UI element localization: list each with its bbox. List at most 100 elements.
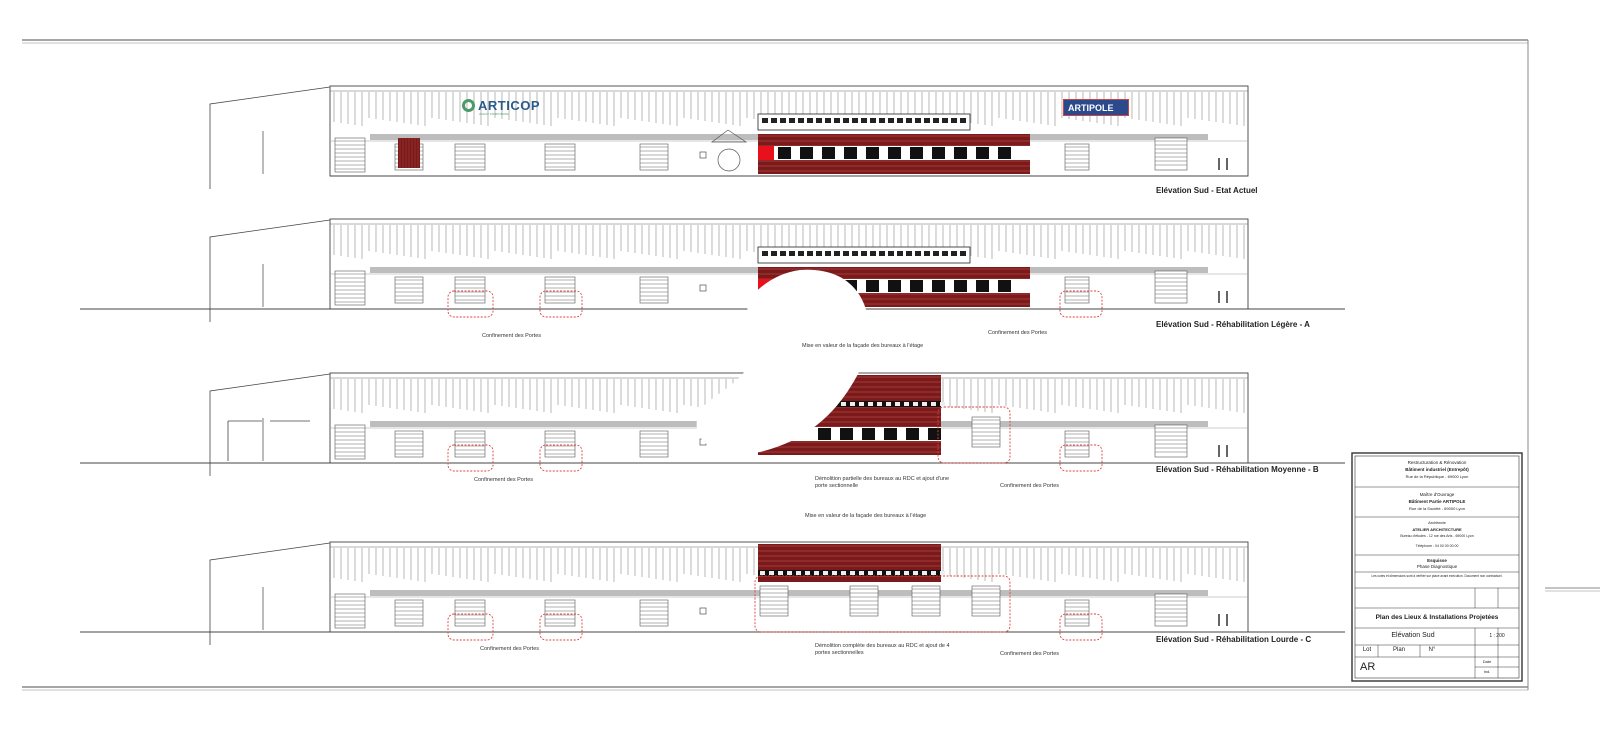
tb-phase-line: Esquisse — [1427, 558, 1447, 563]
annotation-text: Démolition partielle des bureaux au RDC … — [815, 476, 950, 489]
bollard — [1226, 445, 1228, 457]
office-window — [932, 147, 945, 159]
office-window — [910, 147, 923, 159]
dock-door — [544, 599, 576, 627]
revision-cloud — [937, 406, 1011, 464]
office-window — [816, 251, 822, 256]
office-window — [951, 118, 957, 123]
window-pane — [904, 571, 909, 575]
grey-band — [370, 590, 1208, 596]
artipole-logo-text: ARTIPOLE — [1068, 102, 1114, 113]
office-window — [778, 147, 791, 159]
office-window — [897, 251, 903, 256]
office-window — [825, 251, 831, 256]
window-pane — [787, 571, 792, 575]
revision-cloud — [754, 575, 1011, 633]
office-window — [910, 280, 923, 292]
revision-cloud — [447, 290, 494, 318]
small-sign — [699, 151, 707, 159]
sheet-border — [22, 39, 1600, 691]
elevation-title-moyenne: Elévation Sud - Réhabilitation Moyenne -… — [1156, 465, 1319, 474]
canopy — [710, 129, 748, 143]
office-window — [933, 118, 939, 123]
office-window — [771, 118, 777, 123]
window-pane — [904, 402, 909, 406]
tb-plan-label: Plan — [1392, 647, 1405, 653]
tb-drawing-title: Plan des Lieux & Installations Projetées — [1375, 614, 1499, 621]
office-window — [840, 428, 853, 440]
dock-door — [1064, 599, 1090, 627]
tb-project-line: Rue de la République - 69000 Lyon — [1405, 474, 1469, 479]
window-pane — [922, 571, 927, 575]
office-window — [888, 147, 901, 159]
dock-door — [394, 599, 424, 627]
office-window — [897, 118, 903, 123]
office-window — [870, 118, 876, 123]
dock-door — [639, 599, 669, 627]
dock-door — [544, 143, 576, 171]
window-pane — [850, 402, 855, 406]
window-pane — [895, 402, 900, 406]
dock-door — [639, 143, 669, 171]
small-sign — [699, 607, 707, 615]
window-pane — [841, 571, 846, 575]
revision-cloud — [1059, 613, 1103, 641]
annotation-text: Confinement des Portes — [474, 477, 534, 483]
tb-scale: 1 : 200 — [1489, 633, 1505, 639]
dock-door — [334, 270, 366, 306]
articop-logo-subtitle: ACHAT CORPORATE — [479, 112, 509, 116]
dock-door — [454, 430, 486, 458]
annotation-text: Confinement des Portes — [988, 330, 1048, 336]
office-window — [932, 280, 945, 292]
office-window — [924, 118, 930, 123]
office-window — [884, 428, 897, 440]
office-window — [844, 147, 857, 159]
window-strip — [758, 401, 941, 407]
office-window — [906, 251, 912, 256]
tb-number-label: N° — [1428, 647, 1436, 653]
window-pane — [895, 571, 900, 575]
annotation-text: Confinement des Portes — [480, 646, 540, 652]
office-window — [816, 118, 822, 123]
window-pane — [922, 402, 927, 406]
tb-phase-line: Phase Diagnostique — [1416, 564, 1458, 569]
dock-door — [334, 424, 366, 460]
window-pane — [823, 571, 828, 575]
office-window — [789, 251, 795, 256]
elevation-title-actuel: Elévation Sud - Etat Actuel — [1156, 186, 1258, 195]
bollard — [1218, 614, 1220, 626]
annex-outline — [209, 542, 331, 645]
tb-sheet-name: Elévation Sud — [1391, 632, 1435, 639]
elevation-title-legere: Elévation Sud - Réhabilitation Légère - … — [1156, 320, 1310, 329]
office-window — [976, 147, 989, 159]
window-pane — [796, 571, 801, 575]
tb-lot-label: Lot — [1362, 647, 1372, 653]
office-window — [942, 118, 948, 123]
tb-client-line: Maître d'Ouvrage — [1419, 492, 1455, 497]
elevation-1 — [80, 218, 1345, 322]
office-window — [789, 118, 795, 123]
tb-designer-line: Architecte — [1428, 520, 1446, 525]
annex-outline — [209, 373, 331, 476]
revision-cloud — [1059, 444, 1103, 472]
dock-door — [334, 137, 366, 173]
annotation-text: Confinement des Portes — [1000, 651, 1060, 657]
office-window — [870, 251, 876, 256]
dock-door — [334, 593, 366, 629]
dock-door — [1154, 270, 1188, 304]
office-window — [843, 251, 849, 256]
office-window — [888, 118, 894, 123]
articop-logo-text: ARTICOP — [478, 98, 540, 113]
annotation-text: Démolition complète des bureaux au RDC e… — [815, 643, 950, 656]
tb-client-line: Rue de la Société - 69000 Lyon — [1409, 506, 1465, 511]
bollard — [1226, 291, 1228, 303]
office-window — [888, 280, 901, 292]
office-window — [852, 251, 858, 256]
tb-code: AR — [1360, 661, 1376, 673]
office-window — [906, 428, 919, 440]
dock-door — [1154, 137, 1188, 171]
office-window — [954, 280, 967, 292]
tb-index-label: Ind. — [1483, 669, 1491, 674]
dock-door — [454, 143, 486, 171]
dock-door — [1064, 143, 1090, 171]
